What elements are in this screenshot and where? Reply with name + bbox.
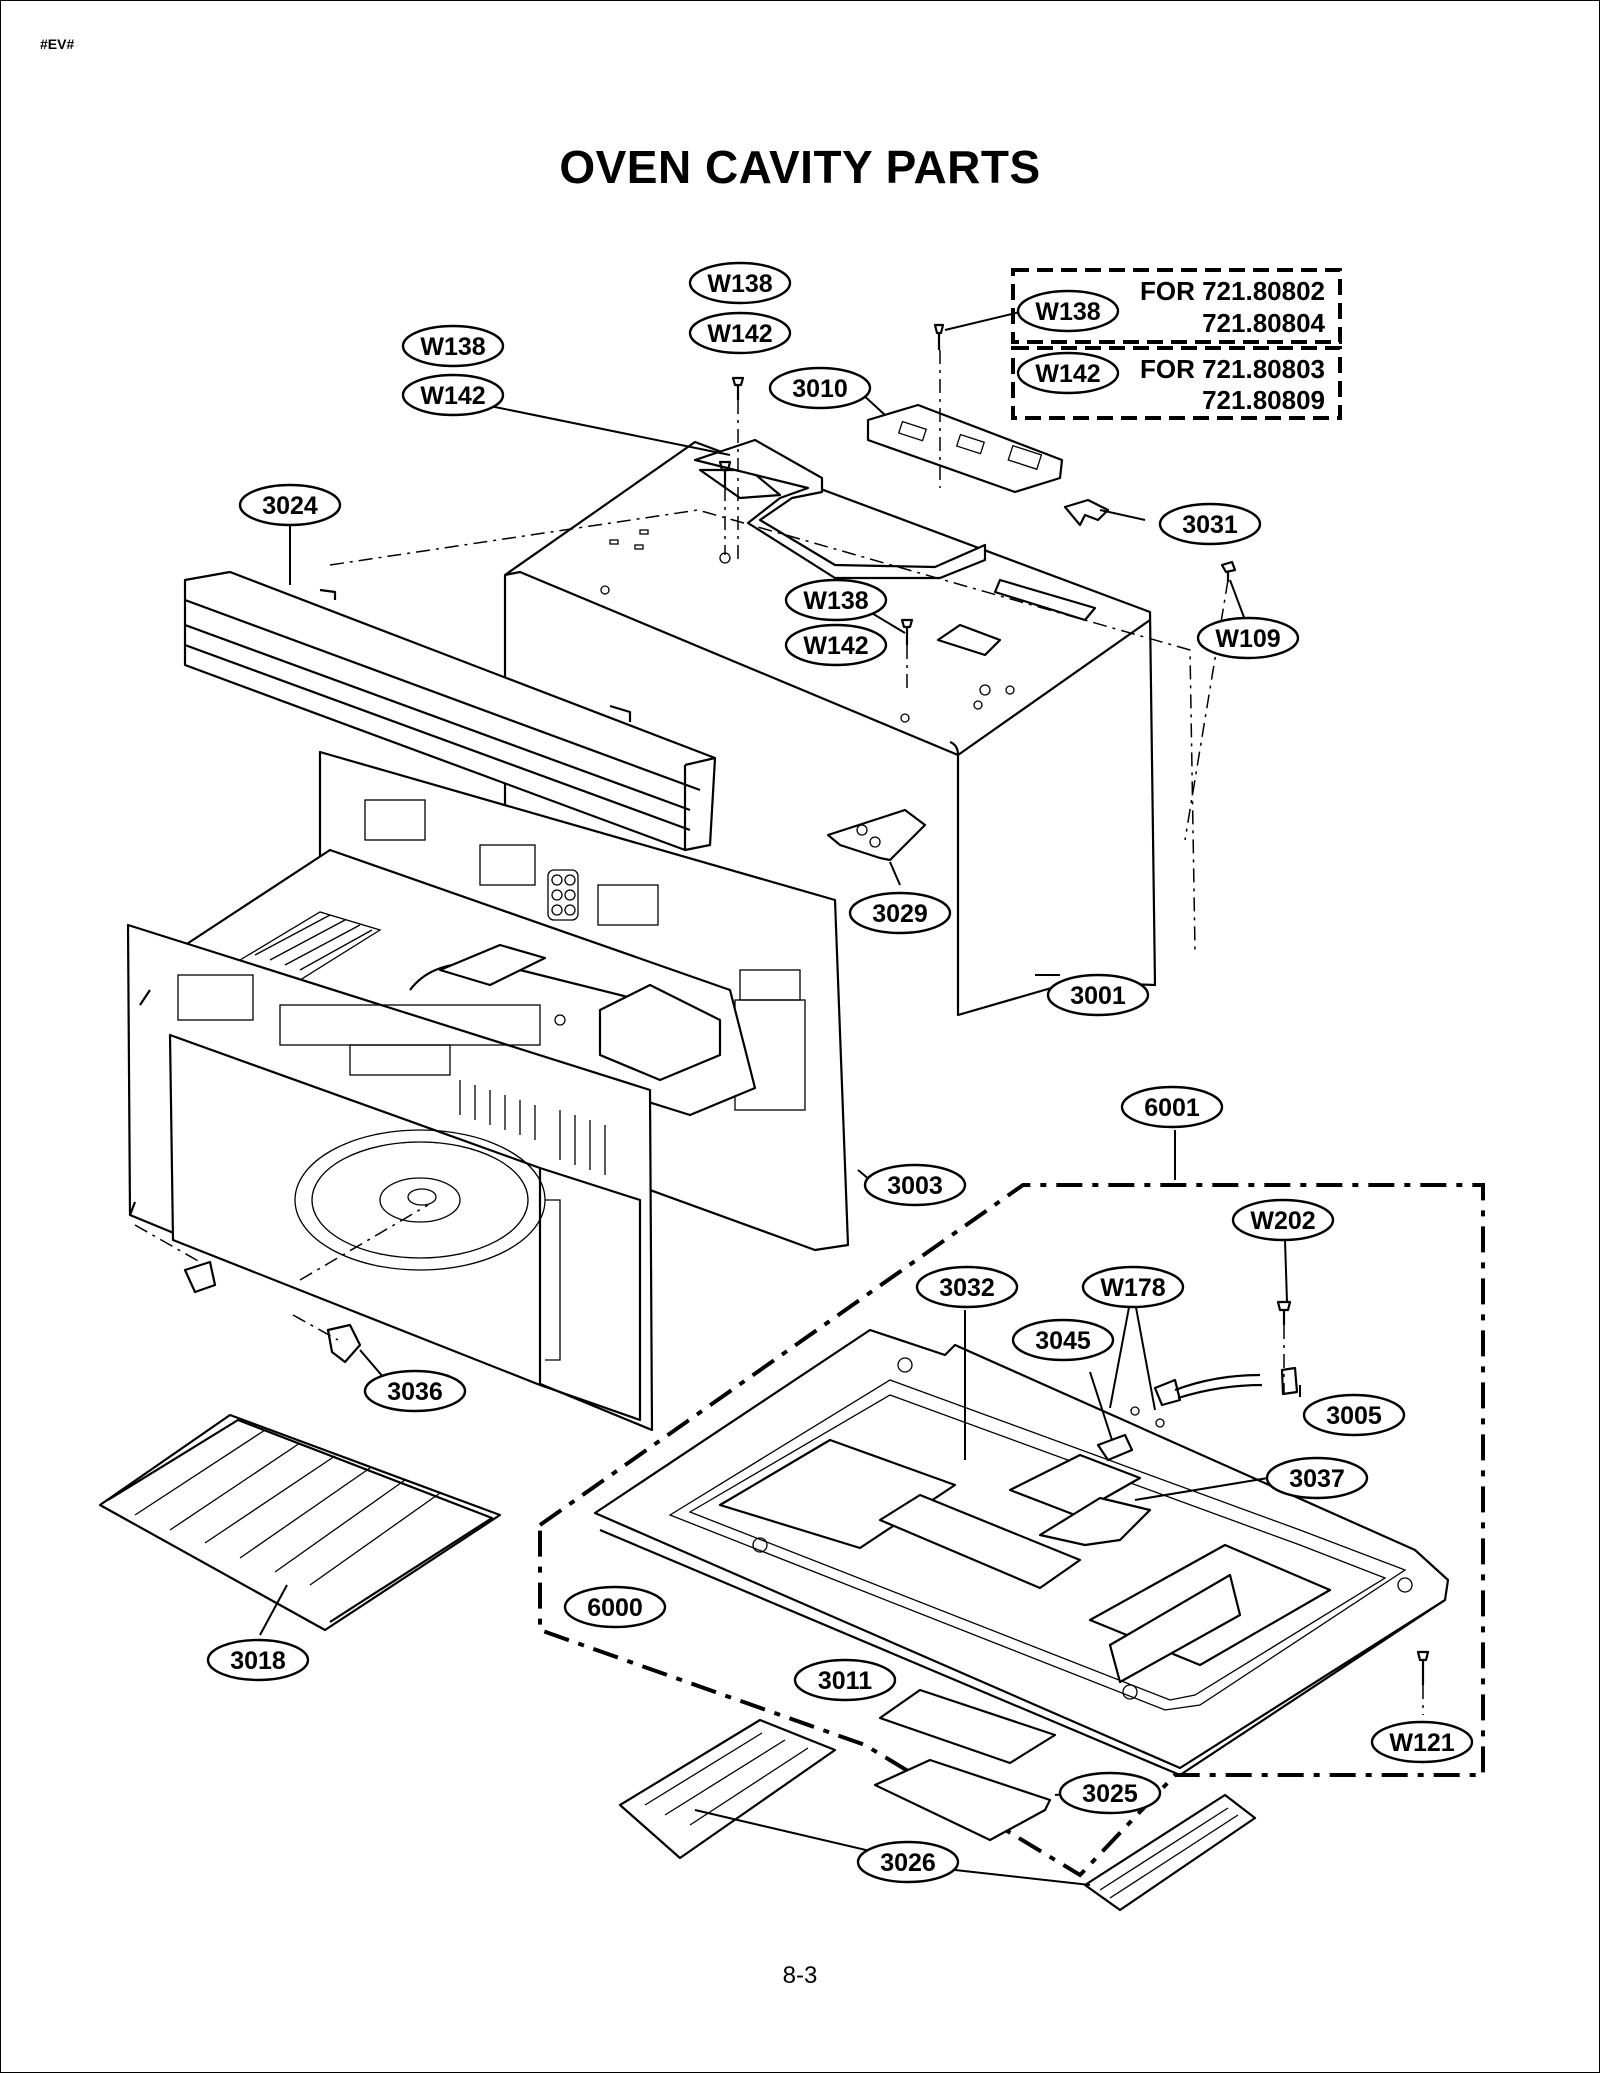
svg-text:W142: W142 xyxy=(803,632,868,660)
model-note-w142: FOR 721.80803 721.80809 xyxy=(1011,346,1342,420)
svg-text:W121: W121 xyxy=(1389,1729,1454,1757)
svg-text:3026: 3026 xyxy=(880,1849,936,1877)
svg-text:6000: 6000 xyxy=(587,1594,643,1622)
callout-3001: 3001 xyxy=(1046,973,1150,1017)
callout-3031: 3031 xyxy=(1158,502,1262,546)
svg-text:W142: W142 xyxy=(707,320,772,348)
model-note-line1: FOR 721.80802 xyxy=(1140,276,1325,306)
svg-text:W142: W142 xyxy=(420,382,485,410)
svg-text:6001: 6001 xyxy=(1144,1094,1200,1122)
model-note-line2: 721.80809 xyxy=(1202,385,1325,415)
callout-6001: 6001 xyxy=(1120,1085,1224,1129)
callout-3029: 3029 xyxy=(848,891,952,935)
callout-w138: W138 xyxy=(401,324,505,368)
leader-lines xyxy=(259,311,1301,1886)
grille-part xyxy=(183,570,717,852)
svg-text:W138: W138 xyxy=(803,587,868,615)
svg-text:3011: 3011 xyxy=(818,1667,872,1695)
callout-w121: W121 xyxy=(1370,1720,1474,1764)
svg-text:3005: 3005 xyxy=(1326,1402,1382,1430)
oven-rack-part xyxy=(98,1413,502,1632)
note-callout-w138: W138 xyxy=(1016,289,1120,333)
svg-text:3010: 3010 xyxy=(792,375,848,403)
callout-3005: 3005 xyxy=(1302,1393,1406,1437)
svg-text:3036: 3036 xyxy=(387,1378,443,1406)
callout-3010: 3010 xyxy=(768,366,872,410)
front-frame xyxy=(126,923,654,1432)
callout-6000: 6000 xyxy=(563,1585,667,1629)
lamp-holder-part xyxy=(873,1758,1052,1842)
model-note-line1: FOR 721.80803 xyxy=(1140,354,1325,384)
kit-boundary xyxy=(538,1183,1485,1878)
document-code: #EV# xyxy=(40,36,75,52)
thermal-cutout-part xyxy=(1096,1433,1134,1462)
callout-3003: 3003 xyxy=(863,1163,967,1207)
svg-text:3025: 3025 xyxy=(1082,1780,1138,1808)
callout-3045: 3045 xyxy=(1011,1318,1115,1362)
svg-text:3032: 3032 xyxy=(939,1274,995,1302)
charcoal-filter-part xyxy=(618,1718,1257,1912)
callout-w138: W138 xyxy=(688,261,792,305)
svg-text:3045: 3045 xyxy=(1035,1327,1091,1355)
callout-3032: 3032 xyxy=(915,1265,1019,1309)
callout-w178: W178 xyxy=(1081,1265,1185,1309)
callout-3018: 3018 xyxy=(206,1638,310,1682)
bracket-3031-part xyxy=(1063,498,1110,527)
svg-text:3018: 3018 xyxy=(230,1647,286,1675)
callout-w142: W142 xyxy=(784,623,888,667)
note-callout-w142: W142 xyxy=(1016,351,1120,395)
outer-case-part xyxy=(503,438,1157,1017)
callout-w142: W142 xyxy=(401,373,505,417)
callout-w138: W138 xyxy=(784,578,888,622)
callout-w202: W202 xyxy=(1231,1198,1335,1242)
svg-text:3037: 3037 xyxy=(1289,1465,1345,1493)
svg-text:3031: 3031 xyxy=(1182,511,1238,539)
bracket-3029-part xyxy=(826,808,927,862)
page-number: 8-3 xyxy=(782,1962,818,1989)
svg-text:W142: W142 xyxy=(1035,360,1100,388)
callout-3036: 3036 xyxy=(363,1369,467,1413)
light-cover-part xyxy=(878,1688,1057,1765)
callout-3025: 3025 xyxy=(1058,1771,1162,1815)
callout-3024: 3024 xyxy=(238,483,342,527)
svg-text:W138: W138 xyxy=(707,270,772,298)
svg-text:W178: W178 xyxy=(1100,1274,1165,1302)
callout-3026: 3026 xyxy=(856,1840,960,1884)
svg-text:W138: W138 xyxy=(420,333,485,361)
svg-text:W202: W202 xyxy=(1250,1207,1315,1235)
svg-text:3001: 3001 xyxy=(1070,982,1126,1010)
bottom-plate-part xyxy=(593,1328,1450,1777)
callout-3011: 3011 xyxy=(793,1658,897,1702)
callout-w142: W142 xyxy=(688,311,792,355)
svg-text:3029: 3029 xyxy=(872,900,928,928)
page-title: OVEN CAVITY PARTS xyxy=(559,141,1041,193)
harness-part xyxy=(1130,1366,1299,1428)
latch-parts xyxy=(183,1260,362,1364)
duct-plate-part xyxy=(866,403,1064,494)
svg-text:3024: 3024 xyxy=(262,492,318,520)
svg-text:3003: 3003 xyxy=(887,1172,943,1200)
svg-text:W138: W138 xyxy=(1035,298,1100,326)
callout-w109: W109 xyxy=(1196,616,1300,660)
alignment-lines xyxy=(134,350,1424,1715)
model-note-line2: 721.80804 xyxy=(1202,308,1325,338)
callout-3037: 3037 xyxy=(1265,1456,1369,1500)
svg-text:W109: W109 xyxy=(1215,625,1280,653)
model-note-w138: FOR 721.80802 721.80804 xyxy=(1011,268,1342,344)
